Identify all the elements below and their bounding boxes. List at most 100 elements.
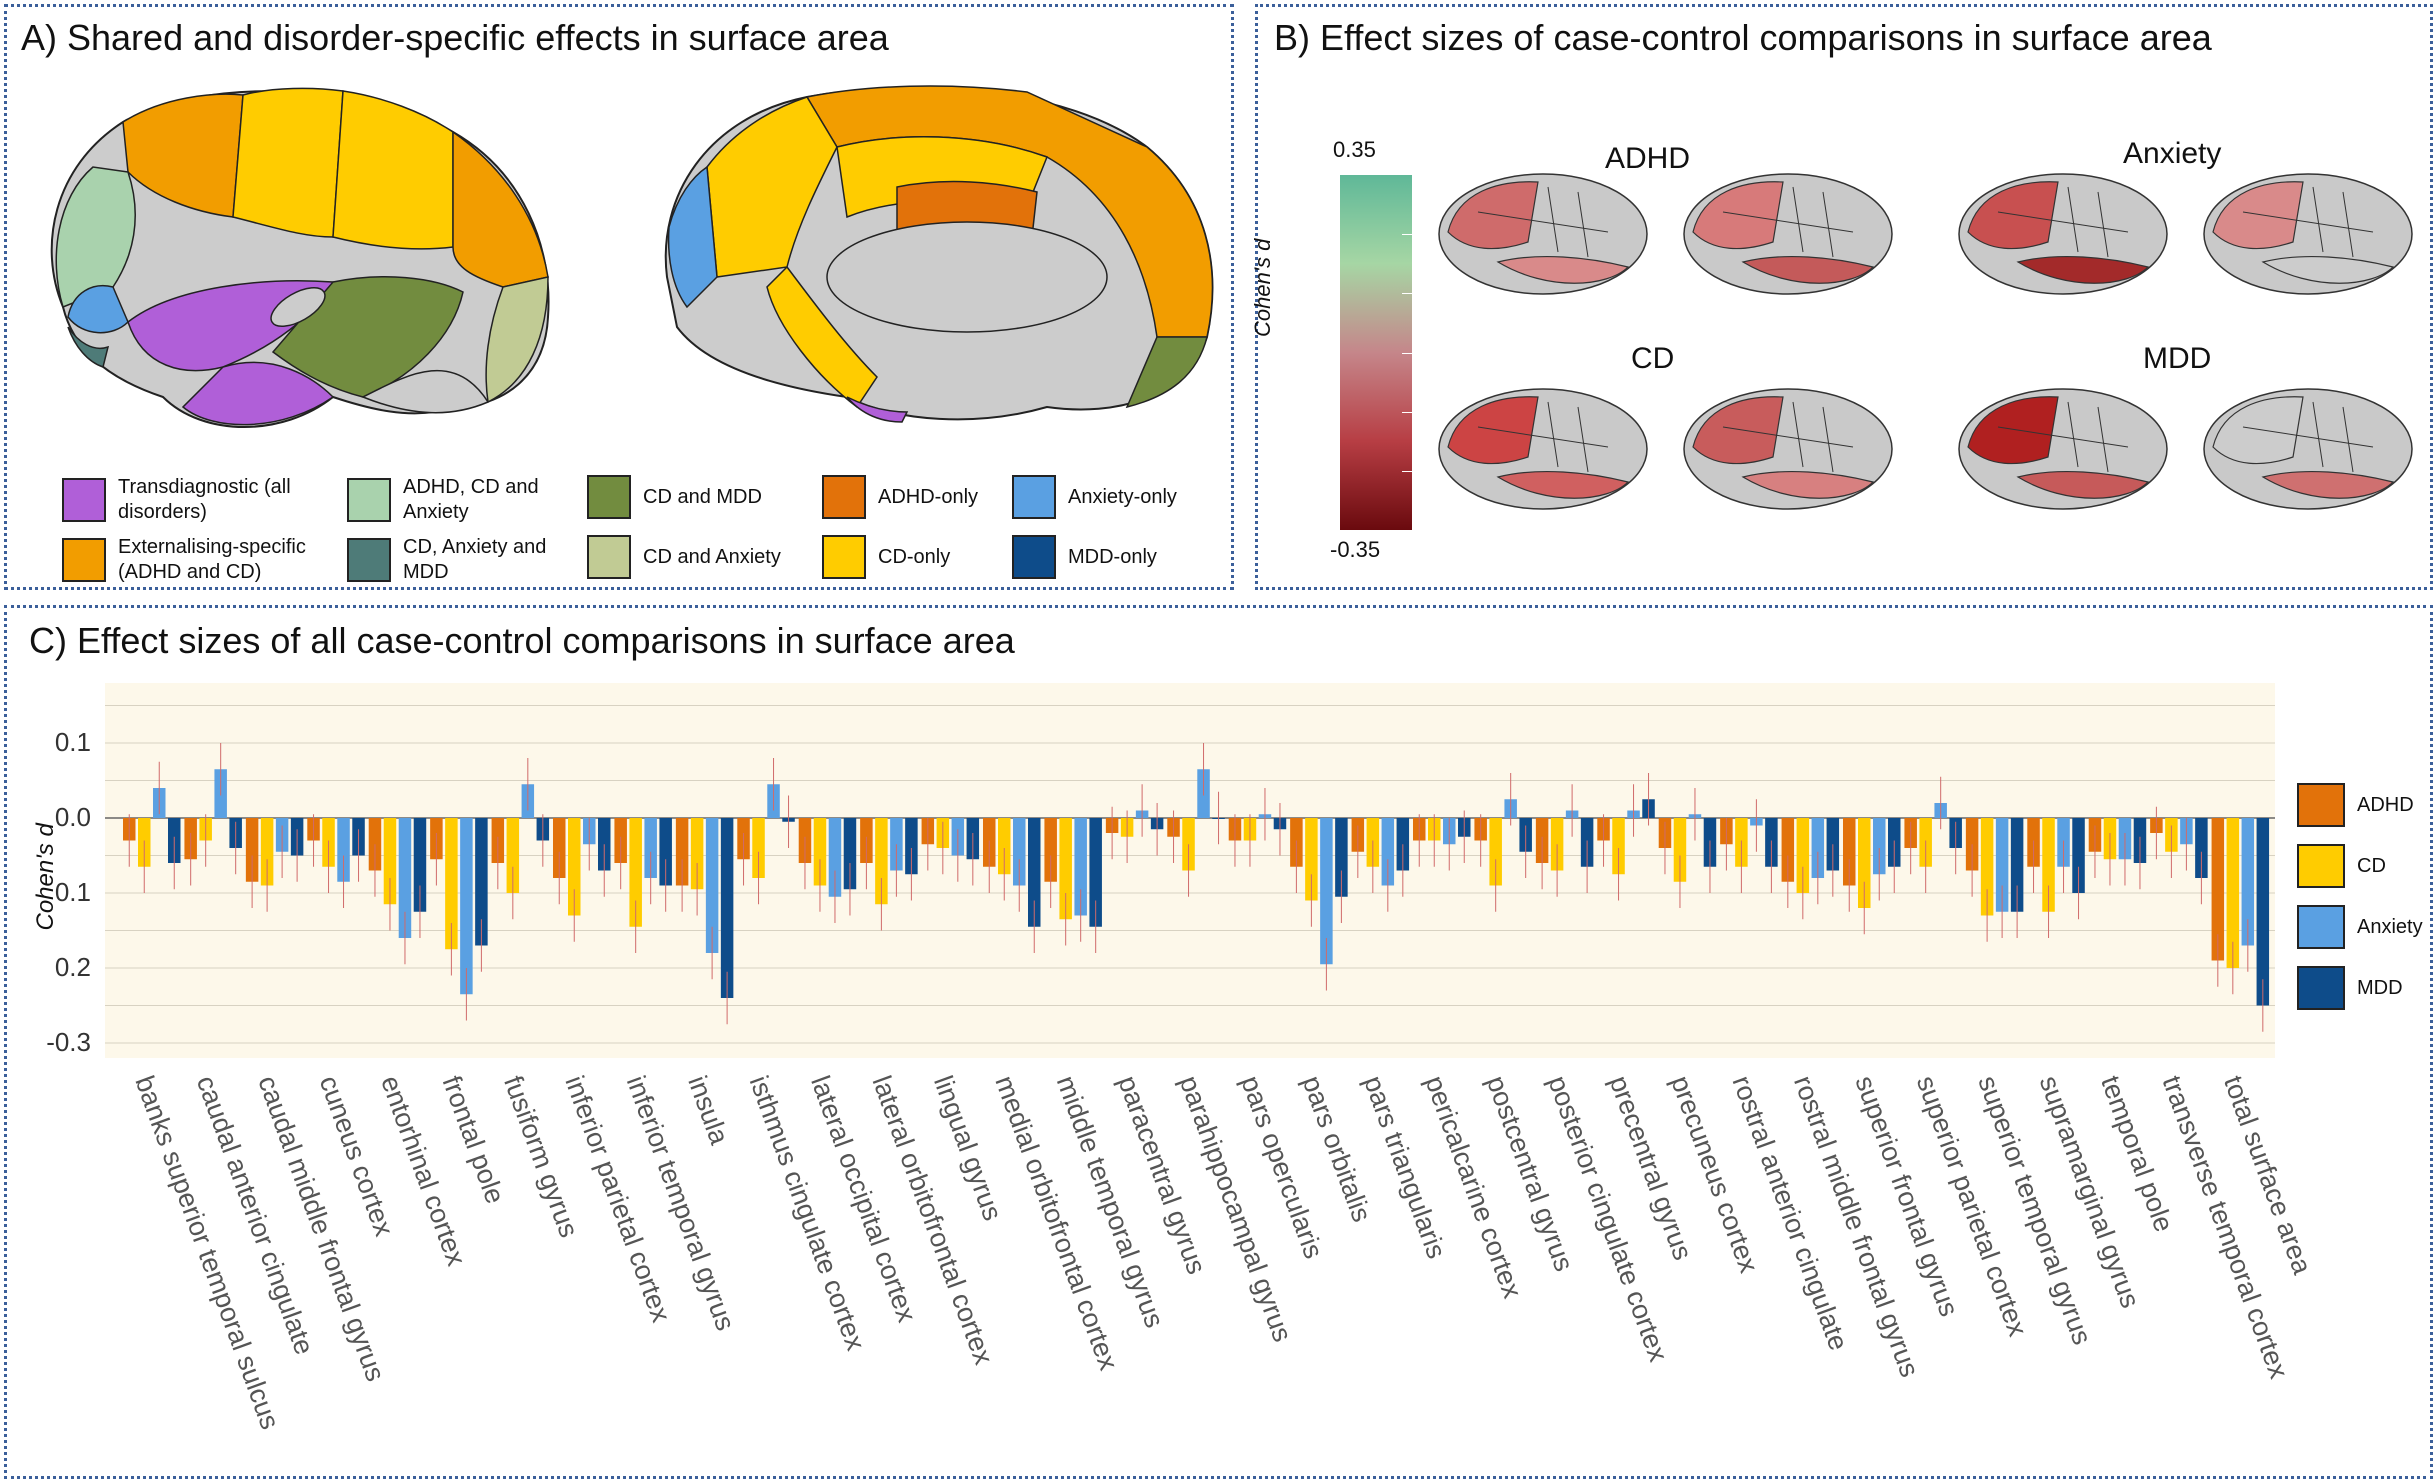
panel-a: A) Shared and disorder-specific effects … — [4, 4, 1234, 590]
legend-label: ADHD-only — [878, 485, 979, 508]
colorbar-tick — [1402, 234, 1412, 236]
bar-adhd — [1781, 818, 1795, 882]
legend-item-8: CD-only — [822, 535, 1002, 579]
bar-mdd — [843, 818, 857, 890]
bar-adhd — [245, 818, 259, 882]
bar-legend-swatch — [2297, 966, 2345, 1010]
bar-anxiety — [1811, 818, 1825, 878]
bar-mdd — [720, 818, 734, 998]
bar-mdd — [413, 818, 427, 912]
bar-cd — [260, 818, 274, 886]
legend-item-3: ADHD-only — [822, 475, 1002, 519]
colorbar-tick — [1402, 293, 1412, 295]
bar-mdd — [1028, 818, 1041, 927]
bar-anxiety — [705, 818, 719, 953]
bar-mdd — [1335, 818, 1348, 897]
bar-cd — [1612, 818, 1625, 875]
bar-cd — [690, 818, 704, 890]
bar-cd — [1980, 818, 1994, 916]
legend-label: MDD-only — [1068, 545, 1157, 568]
mini-brain-6 — [1958, 388, 2168, 510]
bar-mdd — [2072, 818, 2085, 893]
bar-cd — [629, 818, 642, 927]
legend-swatch — [822, 535, 866, 579]
x-tick-label: frontal pole — [437, 1072, 511, 1208]
mini-brain-2 — [1958, 173, 2168, 295]
bar-anxiety — [644, 818, 657, 878]
mini-brain-maps — [1438, 173, 2413, 510]
mini-brain-4 — [1438, 388, 1648, 510]
legend-swatch — [587, 535, 631, 579]
colorbar-min-label: -0.35 — [1330, 537, 1381, 562]
panel-b-title: B) Effect sizes of case-control comparis… — [1274, 17, 2212, 58]
bar-anxiety — [398, 818, 412, 938]
bar-cd — [445, 818, 458, 950]
panel-c-title: C) Effect sizes of all case-control comp… — [29, 620, 1015, 661]
bar-adhd — [553, 818, 566, 878]
bar-mdd — [2010, 818, 2024, 912]
bar-legend-swatch — [2297, 783, 2345, 827]
panel-a-title: A) Shared and disorder-specific effects … — [21, 17, 889, 58]
legend-swatch — [587, 475, 631, 519]
bar-cd — [1305, 818, 1318, 901]
group-label-cd: CD — [1631, 342, 1675, 375]
legend-item-6: CD, Anxiety and MDD — [347, 535, 577, 585]
bar-cd — [1059, 818, 1072, 920]
bar-anxiety — [1381, 818, 1395, 886]
bar-cd — [383, 818, 397, 905]
y-tick-label: 0.1 — [55, 727, 91, 757]
bar-mdd — [659, 818, 672, 886]
bar-legend-item-adhd: ADHD — [2297, 783, 2414, 827]
legend-label: CD-only — [878, 545, 951, 568]
x-tick-label: insula — [682, 1072, 735, 1149]
bar-legend-item-mdd: MDD — [2297, 966, 2403, 1010]
legend-swatch — [1012, 475, 1056, 519]
x-tick-label: isthmus cingulate cortex — [744, 1072, 871, 1355]
legend-item-5: Externalising-specific (ADHD and CD) — [62, 535, 337, 585]
bar-legend-swatch — [2297, 844, 2345, 888]
legend-swatch — [347, 478, 391, 522]
brain-lateral-view — [50, 87, 550, 428]
y-tick-label: -0.3 — [46, 1027, 91, 1057]
colorbar-max-label: 0.35 — [1333, 137, 1376, 162]
bar-mdd — [2195, 818, 2208, 878]
bar-mdd — [475, 818, 488, 946]
bar-adhd — [1044, 818, 1057, 882]
group-label-mdd: MDD — [2143, 342, 2212, 375]
legend-item-7: CD and Anxiety — [587, 535, 812, 579]
bar-adhd — [2211, 818, 2225, 961]
legend-item-2: CD and MDD — [587, 475, 812, 519]
panel-c: C) Effect sizes of all case-control comp… — [4, 605, 2433, 1479]
legend-label: CD and Anxiety — [643, 545, 781, 568]
bar-mdd — [2256, 818, 2270, 1006]
bar-anxiety — [1074, 818, 1087, 916]
group-label-adhd: ADHD — [1605, 142, 1691, 175]
bar-anxiety — [337, 818, 350, 882]
legend-label: Anxiety-only — [1068, 485, 1177, 508]
bar-cd — [1489, 818, 1502, 886]
bar-mdd — [905, 818, 918, 875]
bar-cd — [568, 818, 581, 916]
bar-cd — [1858, 818, 1871, 908]
bar-cd — [998, 818, 1011, 875]
legend-label: Transdiagnostic (all disorders) — [118, 476, 291, 523]
y-tick-label: 0.0 — [55, 802, 91, 832]
bar-anxiety — [460, 818, 473, 995]
brain-medial-view — [664, 85, 1214, 423]
mini-brain-3 — [2203, 173, 2413, 295]
bar-anxiety — [2241, 818, 2255, 946]
legend-swatch — [62, 538, 106, 582]
legend-label: CD, Anxiety and MDD — [403, 536, 547, 583]
panel-b: B) Effect sizes of case-control comparis… — [1250, 4, 2433, 590]
bar-cd — [2042, 818, 2055, 912]
bar-anxiety — [1013, 818, 1026, 886]
bar-cd — [875, 818, 888, 905]
colorbar-tick — [1402, 470, 1412, 472]
group-label-anxiety: Anxiety — [2123, 137, 2222, 170]
mini-brain-1 — [1683, 173, 1893, 295]
legend-label: Externalising-specific (ADHD and CD) — [118, 536, 306, 583]
legend-swatch — [822, 475, 866, 519]
bar-cd — [752, 818, 765, 878]
x-tick-label: superior temporal gyrus — [1972, 1072, 2097, 1349]
